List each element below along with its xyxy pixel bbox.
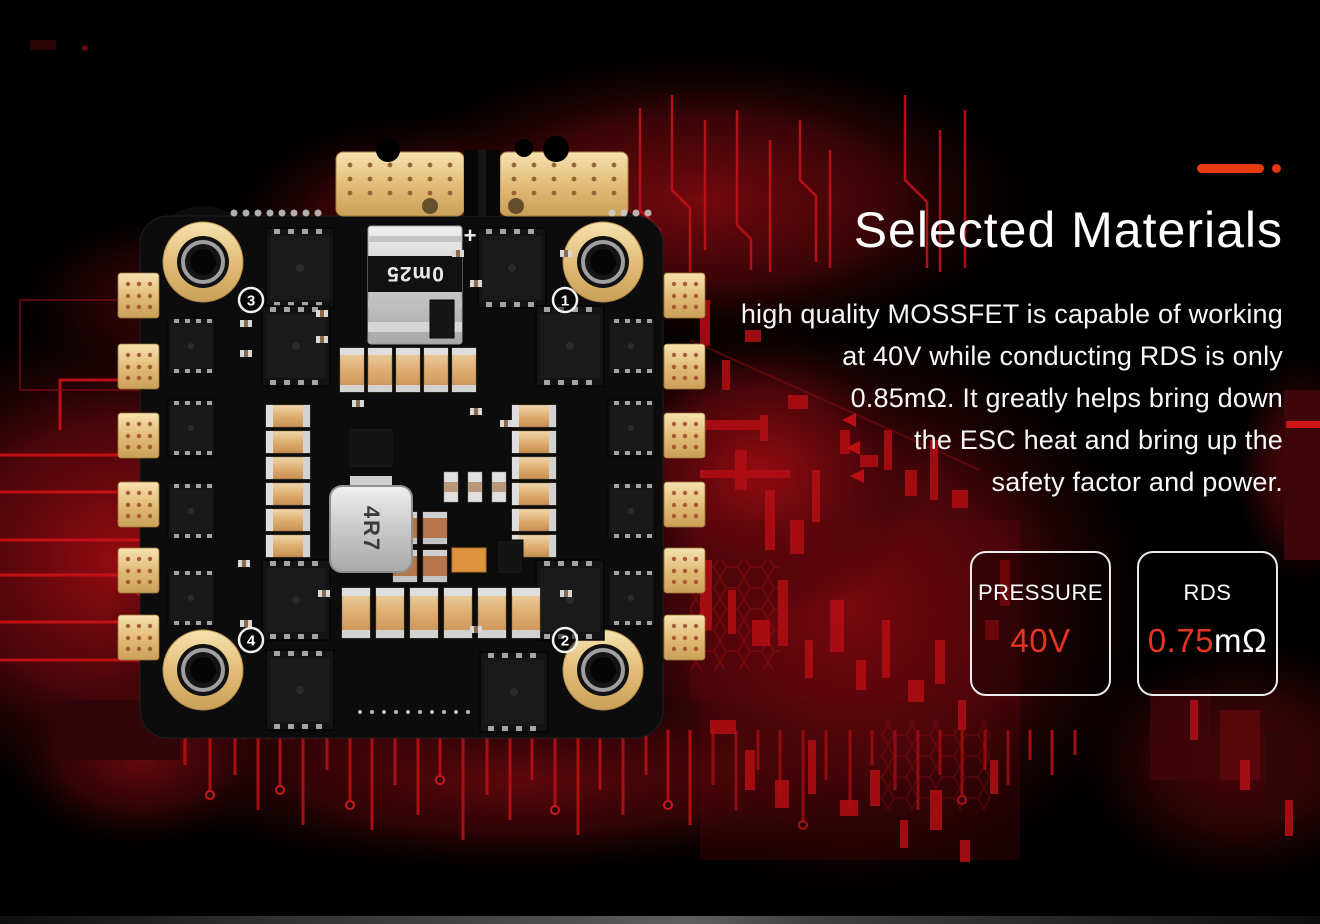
svg-text:2: 2 [561,633,569,650]
inductor-marking-text: 4R7 [359,506,384,552]
polarity-marking-text: + [464,223,477,248]
paragraph-line: at 40V while conducting RDS is only [842,341,1283,371]
shunt-marking-text: 0m25 [386,262,444,285]
spec-value: 40V [1010,622,1071,659]
paragraph-line: 0.85mΩ. It greatly helps bring down [850,383,1283,413]
spec-card-pressure: PRESSURE 40V [970,551,1111,696]
svg-text:4: 4 [247,633,256,650]
spec-value: 0.75mΩ [1147,622,1268,659]
accent-dash-dot [1197,164,1281,173]
motor-number-markings: 3 1 4 2 [237,286,579,654]
spec-label: PRESSURE [977,580,1104,605]
spec-label: RDS [1183,580,1232,605]
spec-cards: PRESSURE 40V RDS 0.75mΩ [970,551,1278,696]
description-paragraph: high quality MOSSFET is capable of worki… [723,293,1283,503]
bottom-edge-bar [0,916,1320,924]
dot-icon [1272,164,1281,173]
paragraph-line: safety factor and power. [991,467,1283,497]
svg-text:3: 3 [247,293,255,310]
spec-card-rds: RDS 0.75mΩ [1137,551,1278,696]
svg-text:1: 1 [561,293,569,310]
section-title: Selected Materials [853,202,1283,258]
paragraph-line: the ESC heat and bring up the [913,425,1283,455]
paragraph-line: high quality MOSSFET is capable of worki… [740,299,1283,329]
dash-icon [1197,164,1264,173]
